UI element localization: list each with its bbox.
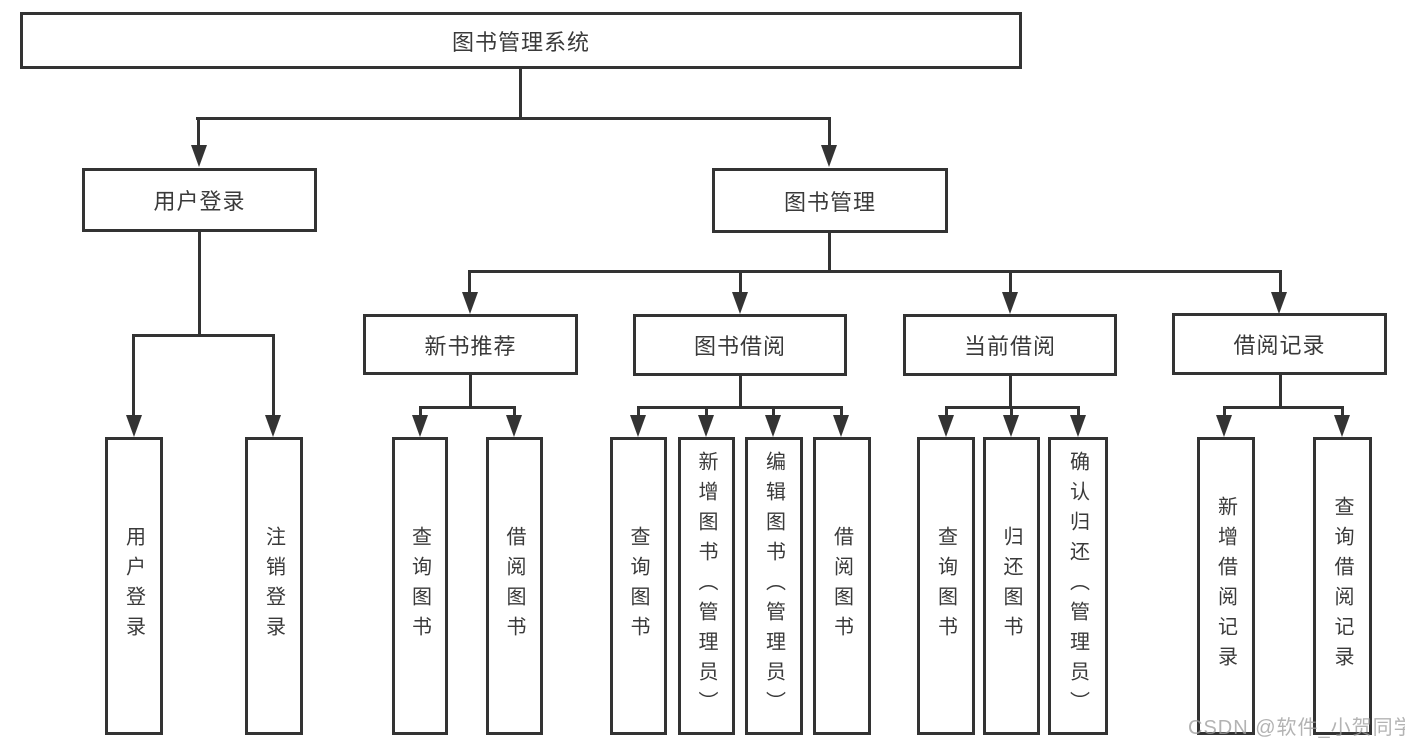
connector-line	[1009, 270, 1012, 296]
connector-line	[945, 406, 948, 419]
connector-line	[419, 406, 422, 419]
connector-line	[419, 406, 516, 409]
leaf-confirm-return-admin: 确认归还（管理员）	[1048, 437, 1108, 735]
leaf-borrow-books-newbook: 借阅图书	[486, 437, 543, 735]
connector-line	[198, 232, 201, 337]
connector-line	[739, 270, 742, 296]
connector-line	[513, 406, 516, 419]
arrow-down	[821, 145, 837, 167]
arrow-down	[698, 415, 714, 437]
connector-line	[637, 406, 843, 409]
connector-line	[1010, 406, 1013, 419]
node-book-borrow: 图书借阅	[633, 314, 847, 376]
leaf-add-borrow-record: 新增借阅记录	[1197, 437, 1255, 735]
node-book-management: 图书管理	[712, 168, 948, 233]
arrow-down	[1002, 292, 1018, 314]
leaf-query-borrow-record: 查询借阅记录	[1313, 437, 1372, 735]
connector-line	[1341, 406, 1344, 419]
arrow-down	[732, 292, 748, 314]
connector-line	[1223, 406, 1226, 419]
arrow-down	[1216, 415, 1232, 437]
arrow-down	[765, 415, 781, 437]
connector-line	[739, 376, 742, 409]
node-user-login: 用户登录	[82, 168, 317, 232]
leaf-return-books: 归还图书	[983, 437, 1040, 735]
connector-line	[132, 334, 135, 420]
connector-line	[828, 117, 831, 149]
arrow-down	[1271, 292, 1287, 314]
leaf-user-login: 用户登录	[105, 437, 163, 735]
connector-line	[468, 270, 1282, 273]
arrow-down	[126, 415, 142, 437]
connector-line	[1009, 376, 1012, 409]
arrow-down	[462, 292, 478, 314]
leaf-query-books-borrow: 查询图书	[610, 437, 667, 735]
node-library-system: 图书管理系统	[20, 12, 1022, 69]
connector-line	[637, 406, 640, 419]
arrow-down	[506, 415, 522, 437]
connector-line	[1223, 406, 1343, 409]
arrow-down	[1003, 415, 1019, 437]
connector-line	[132, 334, 275, 337]
arrow-down	[1070, 415, 1086, 437]
arrow-down	[630, 415, 646, 437]
leaf-borrow-books-borrow: 借阅图书	[813, 437, 871, 735]
leaf-query-books-newbook: 查询图书	[392, 437, 448, 735]
connector-line	[519, 69, 522, 120]
node-borrow-records: 借阅记录	[1172, 313, 1387, 375]
arrow-down	[938, 415, 954, 437]
connector-line	[468, 270, 471, 296]
arrow-down	[191, 145, 207, 167]
connector-line	[1279, 375, 1282, 409]
csdn-watermark: CSDN @软件_小贺同学	[1188, 717, 1405, 739]
arrow-down	[833, 415, 849, 437]
connector-line	[272, 334, 275, 420]
arrow-down	[1334, 415, 1350, 437]
leaf-add-book-admin: 新增图书（管理员）	[678, 437, 735, 735]
leaf-edit-book-admin: 编辑图书（管理员）	[745, 437, 803, 735]
connector-line	[196, 117, 831, 120]
connector-line	[197, 117, 200, 149]
node-new-book-recommend: 新书推荐	[363, 314, 578, 375]
node-current-borrow: 当前借阅	[903, 314, 1117, 376]
connector-line	[828, 233, 831, 273]
connector-line	[469, 375, 472, 409]
connector-line	[1077, 406, 1080, 419]
arrow-down	[265, 415, 281, 437]
leaf-logout: 注销登录	[245, 437, 303, 735]
connector-line	[1279, 270, 1282, 296]
connector-line	[705, 406, 708, 419]
leaf-query-books-current: 查询图书	[917, 437, 975, 735]
arrow-down	[412, 415, 428, 437]
connector-line	[840, 406, 843, 419]
connector-line	[772, 406, 775, 419]
